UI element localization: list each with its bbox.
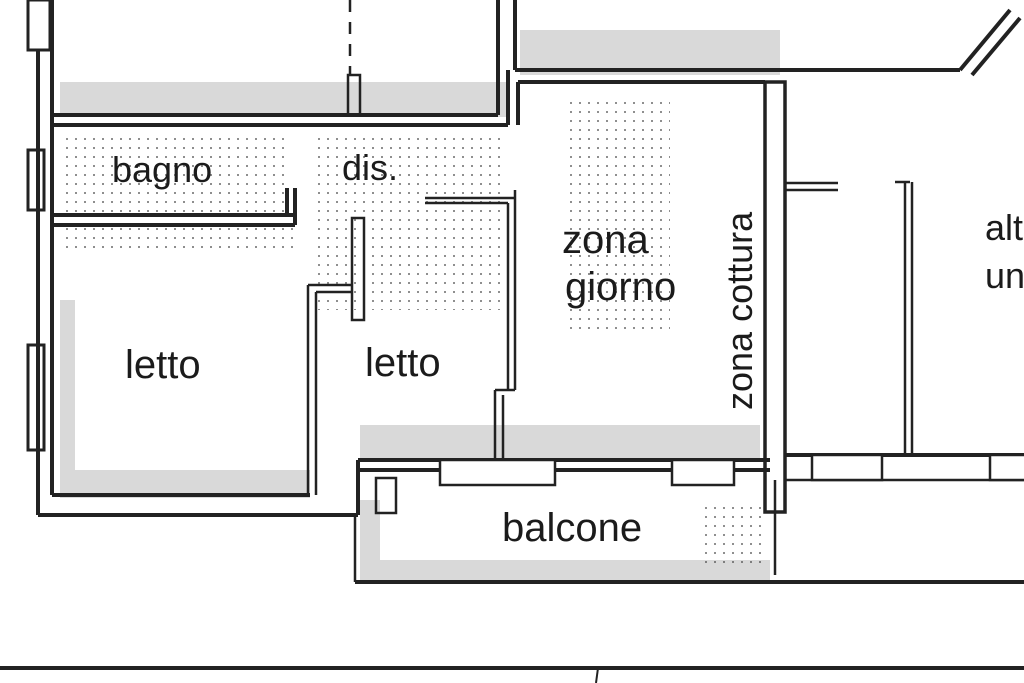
label-letto-2: letto xyxy=(365,341,441,385)
wall-shading xyxy=(60,30,780,580)
label-balcone: balcone xyxy=(502,506,642,550)
label-letto-1: letto xyxy=(125,343,201,387)
label-zona-giorno-1: zona xyxy=(562,218,649,262)
dotted-texture xyxy=(60,100,765,570)
room-labels: bagno dis. zona giorno zona cottura lett… xyxy=(112,147,1024,550)
label-altra-unita-1: alt xyxy=(985,207,1023,248)
label-altra-unita-2: un xyxy=(985,255,1024,296)
label-bagno: bagno xyxy=(112,149,212,190)
label-zona-giorno-2: giorno xyxy=(565,265,676,309)
label-zona-cottura: zona cottura xyxy=(719,211,760,410)
label-disimpegno: dis. xyxy=(342,147,398,188)
